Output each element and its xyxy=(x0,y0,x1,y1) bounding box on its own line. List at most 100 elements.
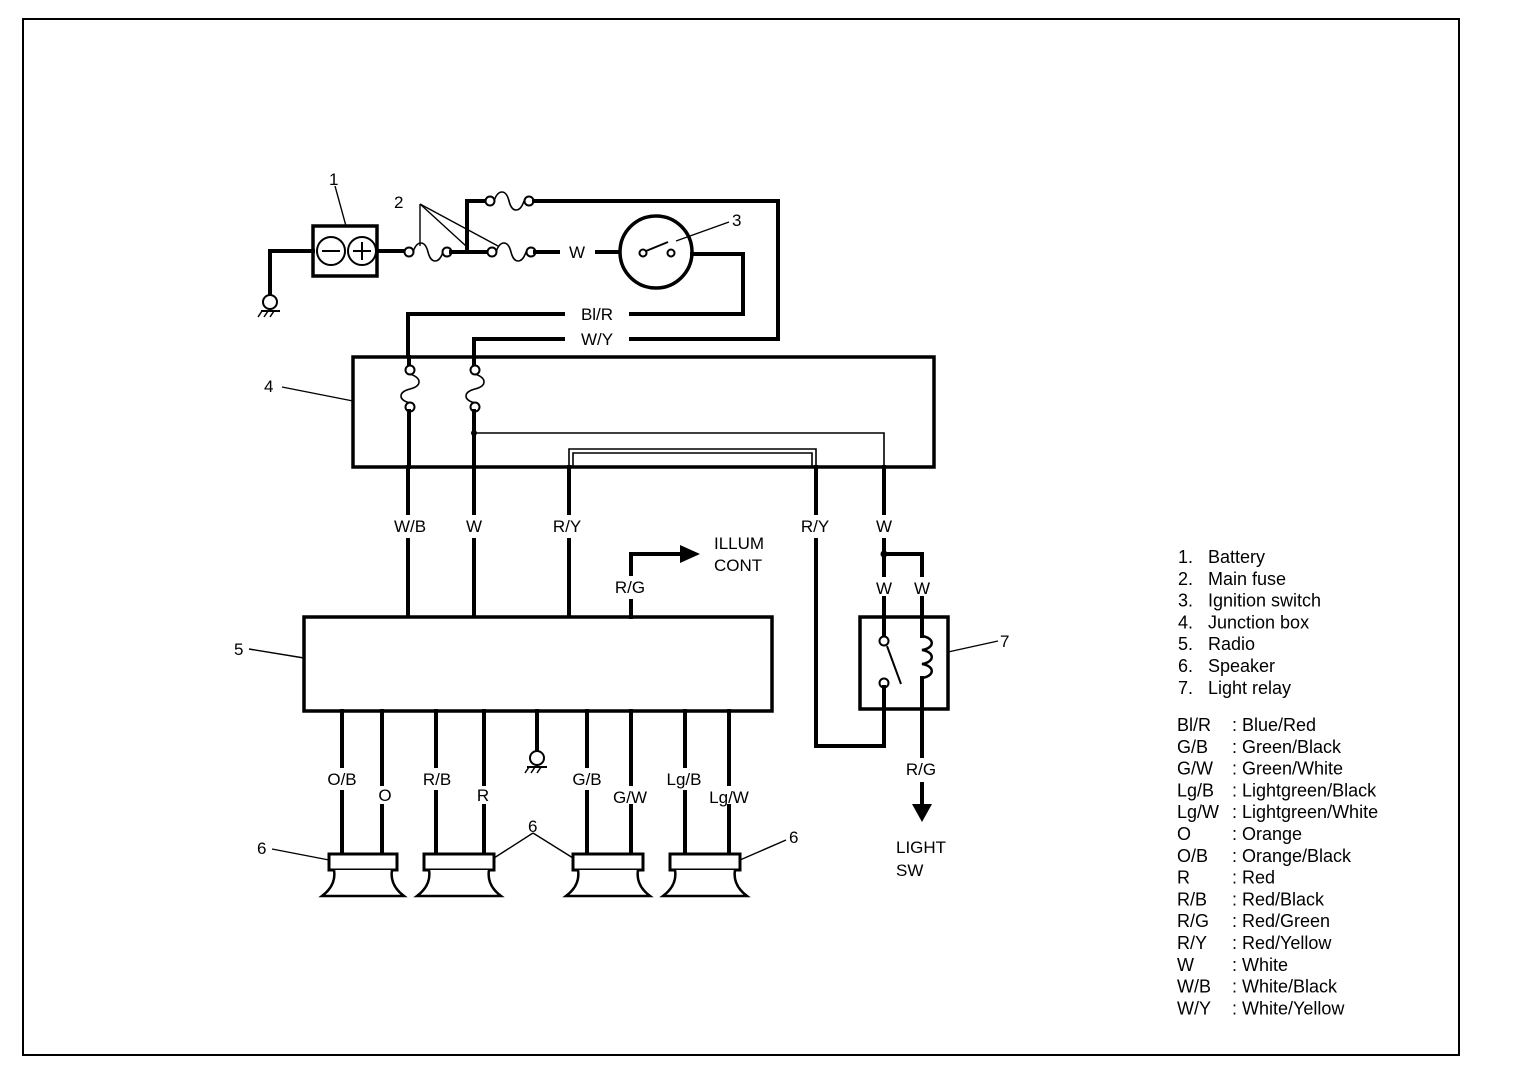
color-code: Lg/B xyxy=(1177,780,1214,800)
wire-label: Lg/W xyxy=(709,788,749,807)
speaker-wires xyxy=(340,709,731,856)
wire-label: W xyxy=(569,243,585,262)
color-code: O/B xyxy=(1177,846,1208,866)
wire-label: W xyxy=(466,517,482,536)
legend-item-number: 4. xyxy=(1178,612,1193,632)
color-name: : Lightgreen/Black xyxy=(1232,780,1377,800)
wire-label: R/Y xyxy=(553,517,581,536)
color-name: : White/Yellow xyxy=(1232,998,1345,1018)
color-code: W xyxy=(1177,955,1194,975)
color-name: : Blue/Red xyxy=(1232,715,1316,735)
callout-2: 2 xyxy=(394,193,403,212)
legend-item-name: Radio xyxy=(1208,634,1255,654)
color-name: : Red xyxy=(1232,868,1275,888)
color-name: : Orange/Black xyxy=(1232,846,1352,866)
wire-label: W/B xyxy=(394,517,426,536)
legend-item-name: Speaker xyxy=(1208,656,1275,676)
illum-cont-label: CONT xyxy=(714,556,762,575)
callout-5: 5 xyxy=(234,640,243,659)
color-name: : Lightgreen/White xyxy=(1232,802,1378,822)
ignition-switch-icon xyxy=(618,214,694,290)
color-name: : White/Black xyxy=(1232,977,1338,997)
callout-3: 3 xyxy=(732,211,741,230)
callout-6: 6 xyxy=(528,817,537,836)
color-name: : Red/Yellow xyxy=(1232,933,1332,953)
wire-label: W/Y xyxy=(581,330,613,349)
wire-label: R/G xyxy=(906,760,936,779)
junction-fuse-icon xyxy=(465,355,485,469)
speaker-icon xyxy=(413,852,505,898)
blr-feed-wire xyxy=(629,252,745,316)
wire-label: G/W xyxy=(613,788,647,807)
callout-leaders xyxy=(248,185,999,861)
color-code: Lg/W xyxy=(1177,802,1219,822)
speaker-icon xyxy=(562,852,654,898)
light-relay xyxy=(858,615,950,711)
legend-item-name: Ignition switch xyxy=(1208,591,1321,611)
callout-1: 1 xyxy=(329,170,338,189)
legend-item-name: Main fuse xyxy=(1208,569,1286,589)
wire-label: G/B xyxy=(572,770,601,789)
battery-ground-wire xyxy=(268,249,315,298)
legend-item-number: 2. xyxy=(1178,569,1193,589)
illum-cont-label: ILLUM xyxy=(714,534,764,553)
junction-fuse-icon xyxy=(400,355,420,469)
legend-item-number: 3. xyxy=(1178,591,1193,611)
legend-item-name: Light relay xyxy=(1208,678,1291,698)
color-name: : Green/White xyxy=(1232,759,1343,779)
wire-label: W xyxy=(876,517,892,536)
legend-item-number: 1. xyxy=(1178,547,1193,567)
battery xyxy=(311,224,379,278)
wire-label: R/B xyxy=(423,770,451,789)
color-code: G/B xyxy=(1177,737,1208,757)
light-sw-label: LIGHT xyxy=(896,838,946,857)
callout-4: 4 xyxy=(264,377,273,396)
wire-label: W xyxy=(914,579,930,598)
wire-label: W xyxy=(876,579,892,598)
main-fuse-icon xyxy=(403,242,453,262)
speaker-icon xyxy=(659,852,751,898)
callout-6: 6 xyxy=(257,839,266,858)
wire-label: O/B xyxy=(327,770,356,789)
callout-7: 7 xyxy=(1000,632,1009,651)
wire-label: R xyxy=(477,786,489,805)
legend-item-number: 6. xyxy=(1178,656,1193,676)
speaker-icon xyxy=(318,852,408,898)
color-name: : White xyxy=(1232,955,1288,975)
main-fuse-icon xyxy=(484,191,535,211)
diagram-border xyxy=(22,18,1460,1056)
color-code: R/Y xyxy=(1177,933,1207,953)
junction-box xyxy=(351,355,936,469)
relay-switch-icon xyxy=(878,615,902,711)
color-code: R/B xyxy=(1177,889,1207,909)
color-name: : Orange xyxy=(1232,824,1302,844)
main-fuse-icon xyxy=(486,242,537,262)
color-name: : Red/Green xyxy=(1232,911,1330,931)
color-code: G/W xyxy=(1177,759,1213,779)
legend-item-name: Junction box xyxy=(1208,612,1309,632)
arrow-right-icon xyxy=(680,545,700,563)
wire-label: R/G xyxy=(615,578,645,597)
relay-coil-icon xyxy=(920,615,933,711)
color-code: R/G xyxy=(1177,911,1209,931)
color-name: : Green/Black xyxy=(1232,737,1342,757)
arrow-down-icon xyxy=(912,804,932,822)
legend-item-number: 5. xyxy=(1178,634,1193,654)
wire-label: R/Y xyxy=(801,517,829,536)
wire-label: O xyxy=(378,786,391,805)
wy-feed-wire xyxy=(532,199,780,341)
callout-6: 6 xyxy=(789,828,798,847)
color-code: W/B xyxy=(1177,977,1211,997)
wire-label: Lg/B xyxy=(667,770,702,789)
wire-label: Bl/R xyxy=(581,305,613,324)
ground-icon xyxy=(524,750,547,774)
color-code: R xyxy=(1177,868,1190,888)
component-legend: 1. Battery 2. Main fuse 3. Ignition switch 4. J… xyxy=(1178,547,1321,698)
legend-item-name: Battery xyxy=(1208,547,1265,567)
light-sw-label: SW xyxy=(896,861,923,880)
legend-item-number: 7. xyxy=(1178,678,1193,698)
color-name: : Red/Black xyxy=(1232,889,1325,909)
ground-icon xyxy=(257,294,280,318)
